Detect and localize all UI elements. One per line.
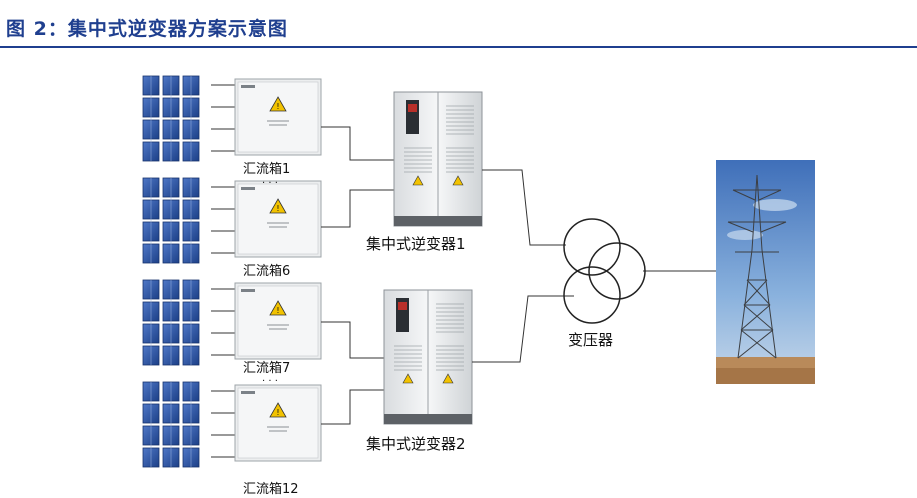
transformer-label: 变压器 bbox=[568, 331, 613, 349]
solar-panel-icon bbox=[142, 279, 200, 366]
inverter-label-1: 集中式逆变器1 bbox=[366, 235, 466, 253]
combiner-label-7: 汇流箱7 bbox=[243, 360, 290, 376]
ellipsis-dots: · · · bbox=[262, 376, 278, 387]
dc-bus-lines bbox=[321, 126, 395, 425]
combiner-label-1: 汇流箱1 bbox=[243, 161, 290, 177]
ac-lines bbox=[472, 169, 716, 363]
combiner-box-icon bbox=[234, 384, 322, 462]
solar-panel-icon bbox=[142, 381, 200, 468]
combiner-box-icon bbox=[234, 78, 322, 156]
combiner-box-icon bbox=[234, 180, 322, 258]
combiner-label-6: 汇流箱6 bbox=[243, 263, 290, 279]
ellipsis-dots: · · · bbox=[262, 178, 278, 189]
title-divider bbox=[0, 46, 917, 48]
transformer-symbol bbox=[563, 218, 646, 324]
inverter-label-2: 集中式逆变器2 bbox=[366, 435, 466, 453]
panel-wires bbox=[210, 84, 238, 458]
inverter-cabinet-icon bbox=[383, 289, 473, 425]
solar-panel-icon bbox=[142, 177, 200, 264]
combiner-box-icon bbox=[234, 282, 322, 360]
inverter-cabinet-icon bbox=[393, 91, 483, 227]
solar-panel-icon bbox=[142, 75, 200, 162]
figure-title: 图 2：集中式逆变器方案示意图 bbox=[6, 18, 288, 40]
transmission-tower-icon bbox=[716, 160, 815, 384]
combiner-label-12: 汇流箱12 bbox=[243, 481, 299, 497]
